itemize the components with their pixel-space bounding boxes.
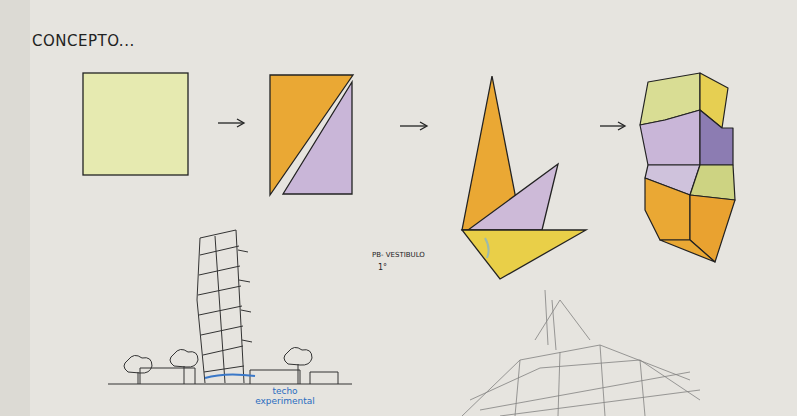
roof-note: techo experimental (252, 386, 318, 406)
yellow-triangle (462, 230, 586, 279)
floor-note: PB- VESTIBULO (372, 251, 425, 259)
blue-smudge (485, 238, 489, 258)
roof-mark (205, 374, 255, 378)
purple-triangle (283, 82, 352, 194)
polyhedron (640, 73, 735, 262)
ground-sketch (108, 347, 352, 384)
sketch-title: CONCEPTO... (32, 32, 135, 50)
paper-edge (0, 0, 30, 416)
arrow (600, 122, 625, 130)
floor-number: 1° (378, 263, 387, 272)
arrow (400, 122, 427, 130)
orange-triangle (270, 75, 353, 195)
pencil-sketch (462, 290, 700, 416)
arrow (218, 119, 244, 127)
tower-sketch (197, 230, 252, 383)
purple-triangle (468, 164, 558, 230)
square (83, 73, 188, 175)
